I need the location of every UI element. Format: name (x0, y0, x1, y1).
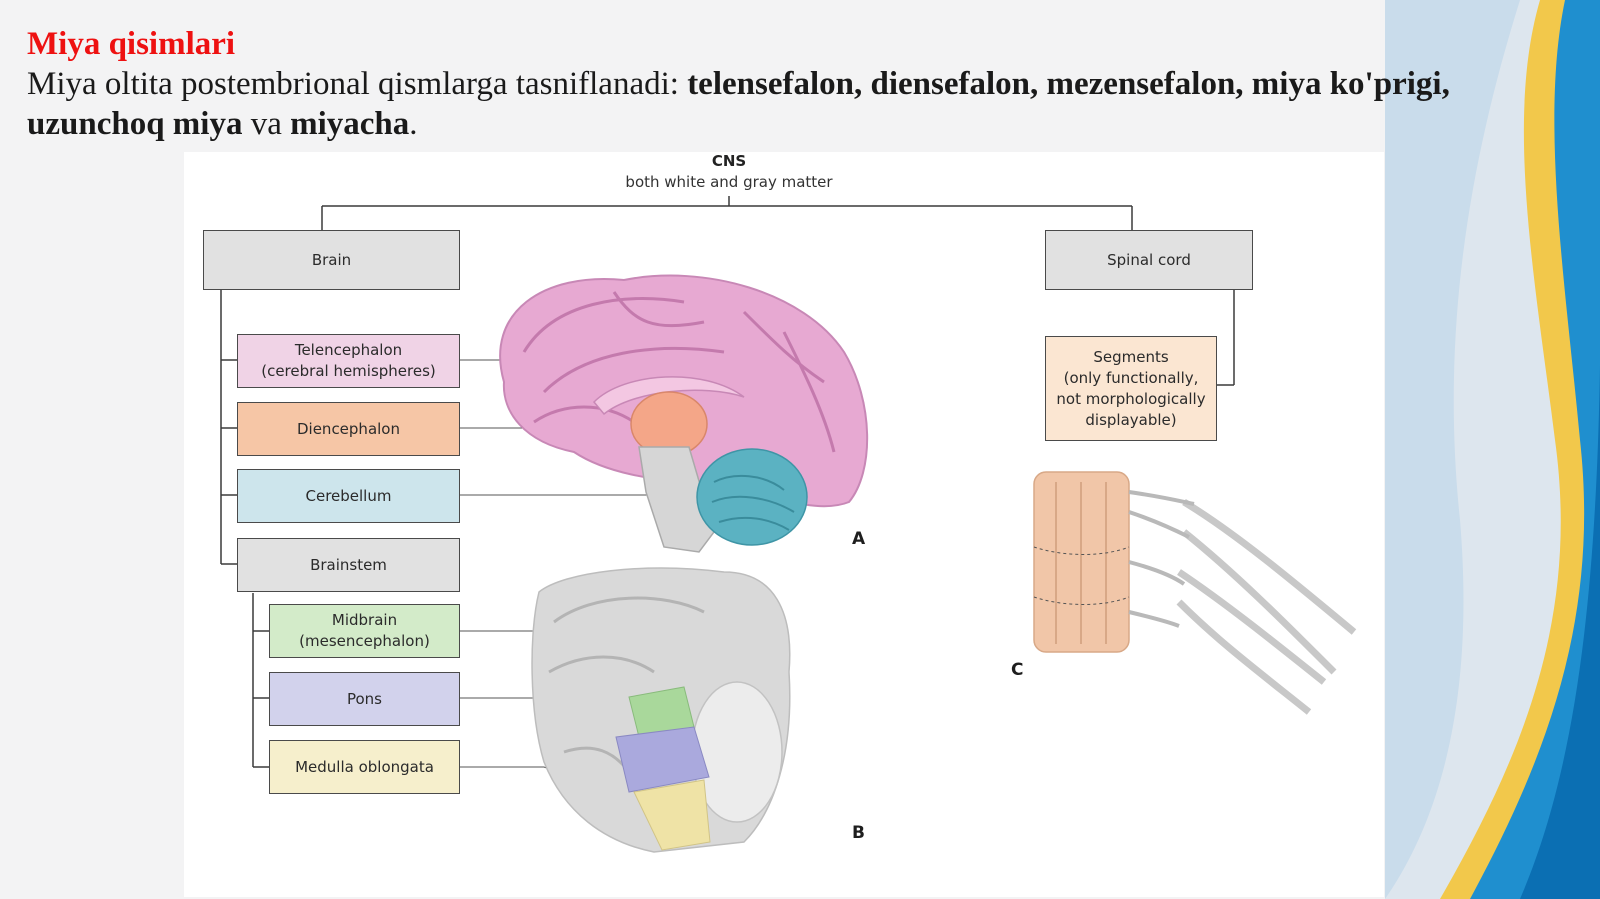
panel-label-a: A (852, 529, 866, 549)
brain-parts-list: telensefalon, diensefalon, mezensefalon,… (27, 66, 1450, 142)
cerebellum-box: Cerebellum (237, 469, 460, 523)
pons-box: Pons (269, 672, 460, 726)
cns-diagram: CNS both white and gray matter Brain Spi… (184, 152, 1384, 897)
panel-label-c: C (1011, 660, 1024, 680)
brainstem-illustration (531, 567, 791, 853)
intro-text: Miya oltita postembrional qismlarga tasn… (27, 66, 688, 102)
and-word: va (242, 106, 291, 142)
slide-title: Miya qisimlari (27, 26, 236, 62)
cns-subtitle: both white and gray matter (625, 173, 833, 191)
diencephalon-box: Diencephalon (237, 402, 460, 456)
medulla-oblongata-box: Medulla oblongata (269, 740, 460, 794)
slide-intro-text: Miya oltita postembrional qismlarga tasn… (27, 64, 1477, 144)
panel-label-b: B (852, 823, 865, 843)
brain-illustration (499, 274, 869, 553)
spinal-cord-box: Spinal cord (1045, 230, 1253, 290)
cerebellum-term: miyacha (290, 106, 410, 142)
spinal-cord-illustration (1033, 471, 1357, 715)
brainstem-box: Brainstem (237, 538, 460, 592)
brain-box: Brain (203, 230, 460, 290)
segments-box: Segments (only functionally, not morphol… (1045, 336, 1217, 441)
midbrain-box: Midbrain (mesencephalon) (269, 604, 460, 658)
cns-title: CNS (711, 152, 747, 170)
end-period: . (409, 106, 418, 142)
diagram-graphics (220, 196, 1357, 853)
telencephalon-box: Telencephalon (cerebral hemispheres) (237, 334, 460, 388)
connector-lines (220, 196, 1235, 768)
